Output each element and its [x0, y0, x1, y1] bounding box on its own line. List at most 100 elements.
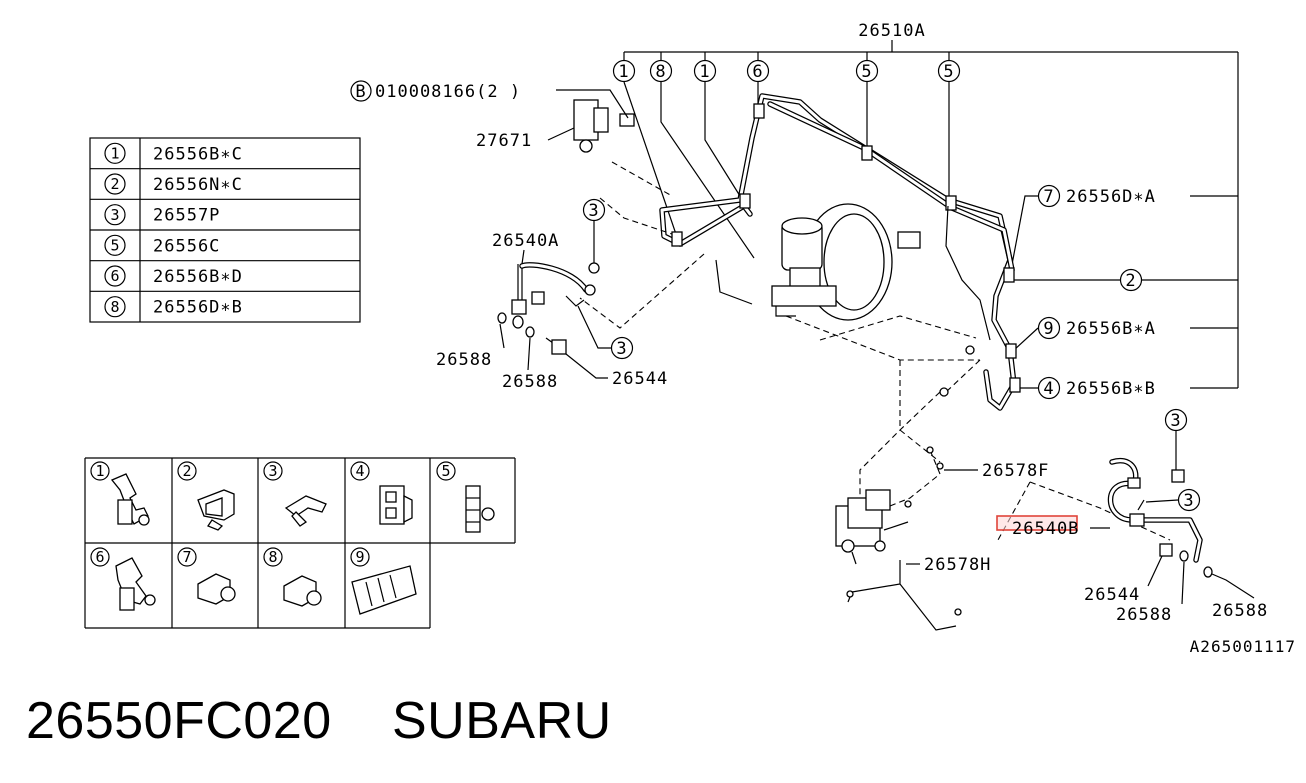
right-callout: 9 26556B∗A — [1013, 316, 1155, 351]
hydraulic-unit — [835, 345, 975, 631]
label-26588-c: 26588 — [1116, 605, 1172, 625]
callout: 5 — [855, 59, 879, 83]
callout-num: 6 — [752, 62, 763, 82]
clip-cell: 7 — [177, 547, 236, 605]
clip-num: 4 — [355, 462, 364, 480]
callout: 1 — [693, 59, 717, 83]
proportioning-valve — [573, 99, 635, 153]
clip-num: 5 — [441, 462, 450, 480]
callout-part: 26556D∗A — [1066, 187, 1156, 207]
clip-num: 7 — [182, 548, 191, 566]
clip-8-icon — [283, 575, 322, 607]
callout-num: 2 — [1125, 271, 1136, 291]
label-27671: 27671 — [476, 131, 532, 151]
legend-part: 26557P — [153, 206, 220, 226]
callout-num: 1 — [699, 62, 710, 82]
clip-num: 9 — [355, 548, 364, 566]
figure-code: A265001117 — [1190, 637, 1296, 656]
right-callout: 7 26556D∗A — [1009, 184, 1156, 276]
callout: 3 — [1145, 488, 1201, 512]
clip-num: 1 — [95, 462, 104, 480]
right-callout: 2 — [1012, 268, 1143, 292]
clip-cell: 2 — [177, 461, 235, 531]
callout: 3 — [582, 198, 606, 268]
label-26588-d: 26588 — [1212, 601, 1268, 621]
legend-row: 2 26556N∗C — [104, 173, 243, 195]
legend-num: 1 — [110, 145, 119, 163]
legend-part: 26556N∗C — [153, 175, 243, 195]
clip-cell: 4 — [350, 461, 413, 525]
label-26588-b: 26588 — [502, 372, 558, 392]
legend-num: 3 — [110, 206, 119, 224]
callout-num: 8 — [655, 62, 666, 82]
clip-cell: 9 — [350, 547, 417, 615]
legend-row: 1 26556B∗C — [104, 142, 243, 165]
clip-num: 3 — [268, 462, 277, 480]
clip-5-icon — [465, 485, 495, 533]
label-26544-a: 26544 — [612, 369, 668, 389]
highlight-box — [996, 515, 1078, 531]
callout-num: 3 — [1183, 491, 1194, 511]
callout-num: 3 — [616, 339, 627, 359]
top-group: 26510A 1 8 1 6 5 5 — [612, 21, 1239, 388]
callout-num: 7 — [1043, 187, 1054, 207]
clip-num: 6 — [95, 548, 104, 566]
brake-pipes — [659, 93, 1021, 411]
legend-row: 8 26556D∗B — [104, 296, 243, 318]
legend-part: 26556D∗B — [153, 298, 243, 318]
lower-right-labels: 26578F 26540B 26578H 3 3 265 — [906, 408, 1296, 656]
clip-num: 2 — [182, 462, 191, 480]
label-26540B: 26540B — [1012, 519, 1079, 539]
callout: 1 — [612, 59, 636, 83]
callout-part: 26556B∗B — [1066, 379, 1156, 399]
legend-num: 5 — [110, 237, 119, 255]
callout-num: 3 — [1170, 411, 1181, 431]
callout-num: 9 — [1043, 319, 1054, 339]
legend-row: 5 26556C — [104, 234, 220, 257]
label-26578H: 26578H — [924, 555, 991, 575]
clip-3-icon — [284, 495, 327, 527]
clip-7-icon — [197, 573, 236, 605]
label-26544-b: 26544 — [1084, 585, 1140, 605]
callout: 5 — [937, 59, 961, 83]
right-callout: 4 26556B∗B — [1018, 376, 1156, 400]
body-contour — [579, 161, 1171, 541]
clip-cell: 3 — [263, 461, 327, 527]
callout: 8 — [649, 59, 673, 83]
callout-num: 5 — [943, 62, 954, 82]
clip-2-icon — [197, 489, 235, 531]
brand-title: SUBARU — [392, 692, 612, 750]
clip-4-icon — [379, 485, 413, 525]
clip-cell: 1 — [90, 461, 150, 526]
callout-num: 1 — [618, 62, 629, 82]
callout-num: 4 — [1043, 379, 1054, 399]
clip-num: 8 — [268, 548, 277, 566]
bolt-ref-letter: B — [355, 82, 366, 102]
legend-part: 26556C — [153, 237, 220, 257]
label-26578F: 26578F — [982, 461, 1049, 481]
highlight-fill — [997, 516, 1077, 530]
clip-grid: 1 2 3 — [84, 457, 516, 629]
callout: 3 — [577, 305, 634, 360]
legend-part: 26556B∗D — [153, 267, 243, 287]
legend-table: 1 26556B∗C 2 26556N∗C 3 26557P 5 26556C … — [89, 137, 361, 323]
label-26510A: 26510A — [858, 21, 925, 41]
left-labels: B 010008166(2 ) 27671 26540A 3 26588 265… — [350, 80, 668, 392]
clip-cell: 8 — [263, 547, 322, 607]
legend-part: 26556B∗C — [153, 145, 243, 165]
label-bolt-ref: 010008166(2 ) — [375, 82, 521, 102]
clip-1-icon — [110, 473, 150, 526]
legend-num: 2 — [110, 175, 119, 193]
legend-row: 6 26556B∗D — [104, 265, 243, 287]
callout-num: 3 — [588, 201, 599, 221]
label-26540A: 26540A — [492, 231, 559, 251]
legend-num: 8 — [110, 298, 119, 316]
clip-cell: 6 — [90, 547, 156, 611]
master-cylinder — [771, 203, 921, 321]
right-callouts: 7 26556D∗A 2 9 26556B∗A 4 26556B∗B — [1009, 184, 1238, 400]
callout: 3 — [1164, 408, 1188, 470]
callout-num: 5 — [861, 62, 872, 82]
part-number-title: 26550FC020 — [26, 692, 332, 750]
legend-row: 3 26557P — [104, 204, 220, 226]
